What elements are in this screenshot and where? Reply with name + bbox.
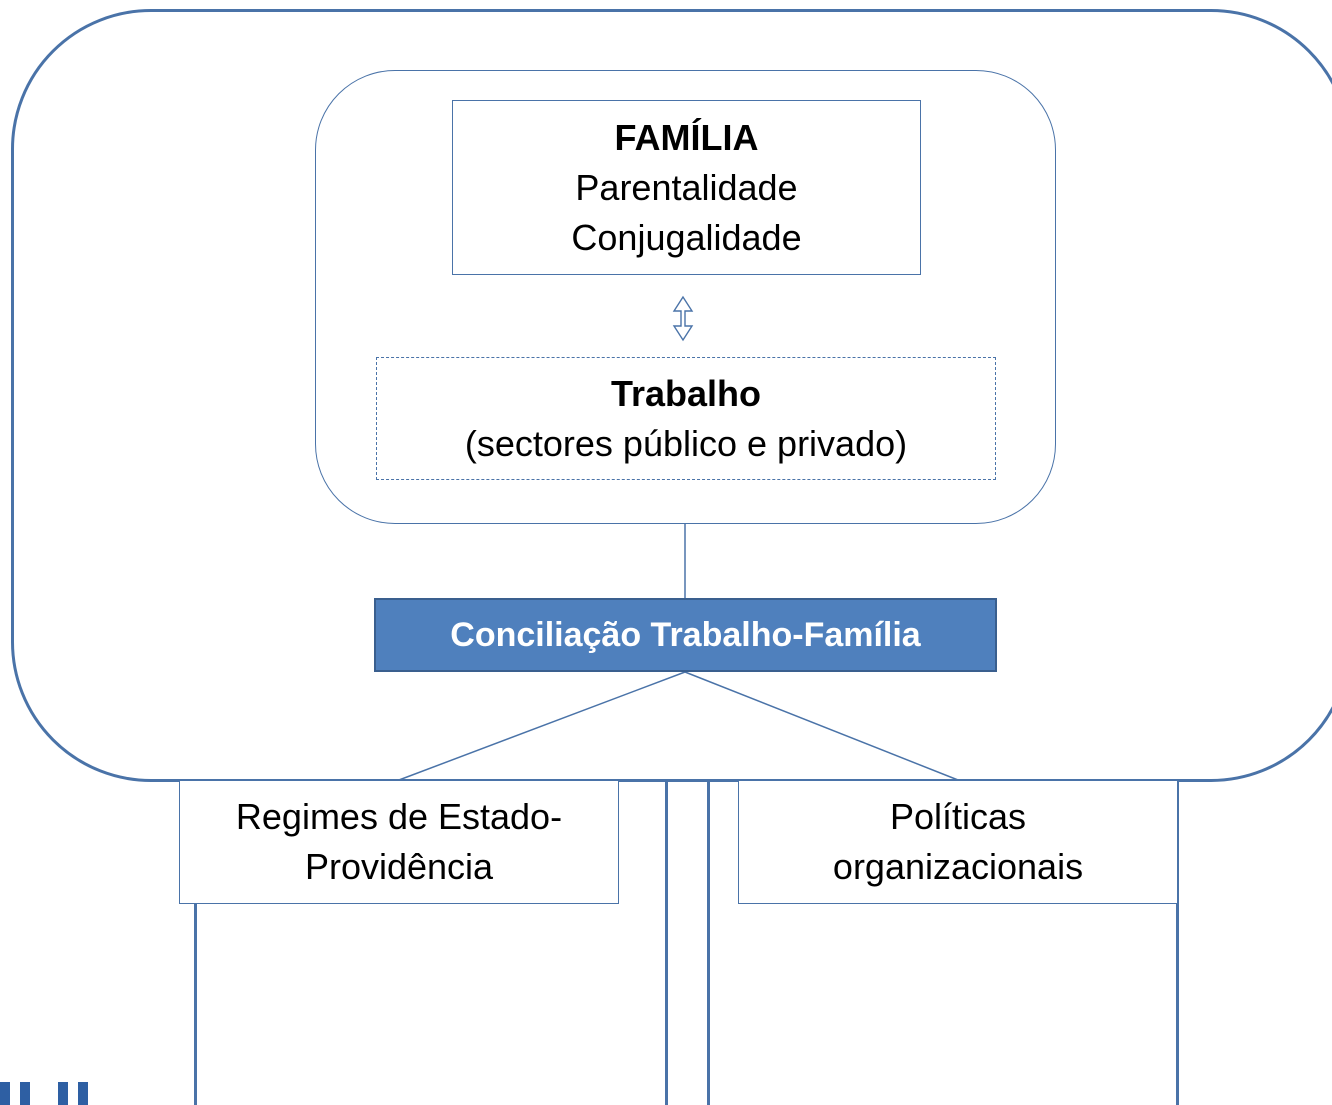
politicas-box: Políticas organizacionais: [738, 780, 1178, 904]
regimes-line2: Providência: [304, 846, 494, 887]
regimes-line1: Regimes de Estado-: [235, 796, 563, 837]
conciliacao-label: Conciliação Trabalho-Família: [450, 616, 921, 654]
double-arrow-icon: [672, 295, 694, 342]
conciliacao-to-regimes-line: [398, 671, 686, 781]
regimes-box: Regimes de Estado- Providência: [179, 780, 619, 904]
familia-parentalidade: Parentalidade: [575, 166, 798, 208]
familia-conjugalidade: Conjugalidade: [571, 216, 802, 258]
logo-icon: [0, 1082, 88, 1105]
outer-frame: [11, 9, 1332, 782]
familia-title: FAMÍLIA: [614, 116, 759, 158]
familia-box: FAMÍLIA Parentalidade Conjugalidade: [452, 100, 921, 275]
trabalho-subtitle: (sectores público e privado): [464, 422, 908, 464]
conciliacao-to-politicas-line: [684, 671, 959, 781]
trabalho-title: Trabalho: [610, 372, 762, 414]
politicas-line2: organizacionais: [832, 846, 1084, 887]
inner-frame: [315, 70, 1056, 524]
politicas-line1: Políticas: [889, 796, 1027, 837]
conciliacao-box: Conciliação Trabalho-Família: [374, 598, 997, 672]
trabalho-box: Trabalho (sectores público e privado): [376, 357, 996, 480]
